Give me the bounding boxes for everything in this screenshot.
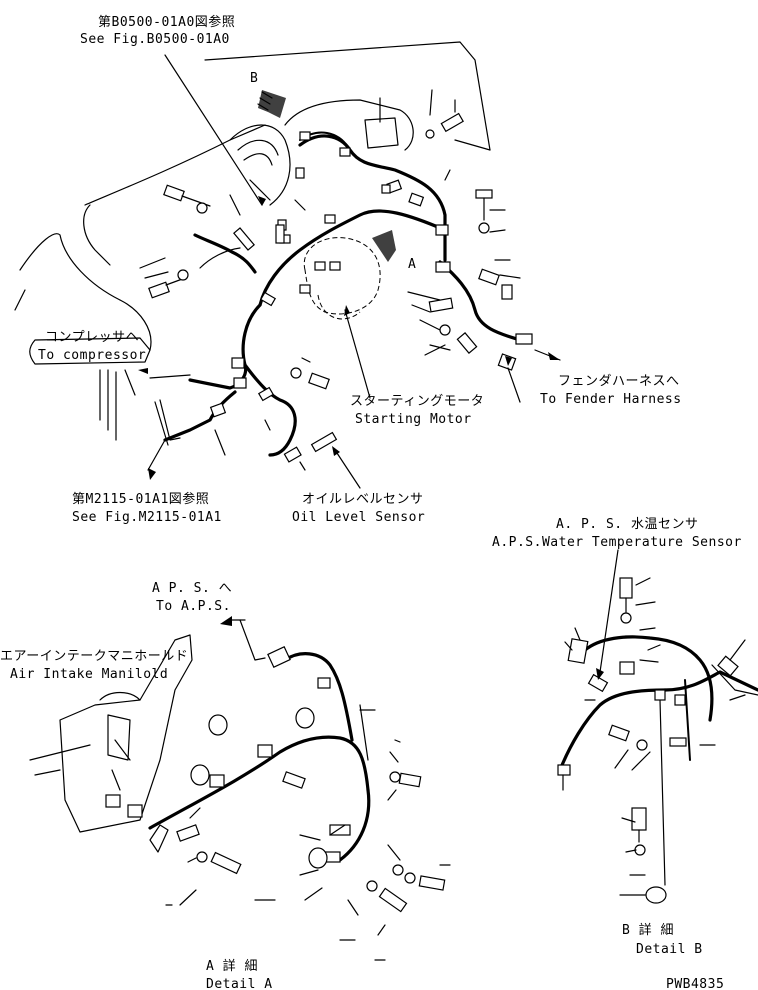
to-aps-en: To A.P.S. [156,599,231,614]
detail-b-title-en: Detail B [636,942,703,957]
ref-b0500-jp: 第B0500-01A0図参照 [98,14,235,30]
oil-level-en: Oil Level Sensor [292,510,425,525]
harness-lower-branch [163,390,237,442]
compressor-en: To compressor [38,348,146,363]
cushion-a-1 [208,714,228,736]
harness-left-clip [193,233,257,274]
detail-b-harness-drop [684,679,691,761]
detail-a-title-jp: A 詳 細 [206,958,258,974]
view-label-b: B [250,71,258,86]
arrowhead-oil-sensor [332,446,340,456]
detail-a-harness-lower [338,788,371,862]
detail-b-harness-right [663,670,758,692]
to-aps-jp: A P. S. へ [152,581,232,596]
fan-shroud [14,233,121,311]
harness-to-oil-sensor [243,363,297,457]
drawing-code: PWB4835 [666,977,724,990]
arrowhead-to-aps [220,616,232,626]
upper-bracket [284,99,414,151]
arrowhead-fender [548,352,560,360]
harness-to-compressor [188,303,262,390]
main-assembly-view: B A [14,41,561,489]
detail-a-aps-lead [239,619,266,661]
bolt-a-1 [282,771,306,789]
engine-outline-left [84,124,266,206]
bolt-b-2 [631,807,647,831]
view-label-a: A [408,257,416,272]
detail-a-harness-to-aps [283,652,354,742]
ref-m2115-jp: 第M2115-01A1図参照 [72,491,209,507]
compressor-callout-box [29,337,151,365]
view-arrow-b: B [250,71,286,118]
arrowhead-compressor [138,368,148,374]
oil-level-jp: オイルレベルセンサ [302,492,424,507]
intake-en: Air Intake Manilold [10,667,168,682]
detail-b-harness-left [558,688,667,772]
spacer-b [645,886,667,904]
detail-a-view [29,616,451,961]
aps-water-en: A.P.S.Water Temperature Sensor [492,535,742,550]
air-pipe-elbow [229,124,291,206]
aps-water-jp: A. P. S. 水温センサ [556,517,698,532]
fender-jp: フェンダハーネスへ [558,374,680,389]
detail-b-harness-upper [583,635,714,722]
starting-motor-en: Starting Motor [355,412,472,427]
bolt-top-right [425,99,491,151]
arrowhead-starting-motor [344,305,350,316]
arrowhead-m2115 [148,468,156,480]
intake-jp: エアーインテークマニホールド [0,649,188,664]
ref-m2115-en: See Fig.M2115-01A1 [72,510,222,525]
fender-en: To Fender Harness [540,392,682,407]
detail-a-title-en: Detail A [206,977,273,990]
detail-a-harness-main [148,735,370,830]
air-intake-manifold [59,634,193,833]
bolt-a-2 [210,851,242,875]
harness-branch-left [258,209,447,307]
detail-b-view [557,549,758,904]
bolt-b-1 [619,577,633,599]
harness-main-trunk [298,134,447,262]
compressor-jp: コンプレッサヘ [45,330,139,345]
view-arrow-a: A [372,230,416,272]
starting-motor-jp: スターティングモータ [350,394,484,409]
bolt-set-main [148,184,513,453]
ref-b0500-en: See Fig.B0500-01A0 [80,32,230,47]
starting-motor [299,237,381,320]
water-temp-sensor [587,673,609,693]
engine-outline-top [204,41,491,151]
harness-to-fender [438,260,522,342]
detail-b-title-jp: B 詳 細 [622,922,674,938]
